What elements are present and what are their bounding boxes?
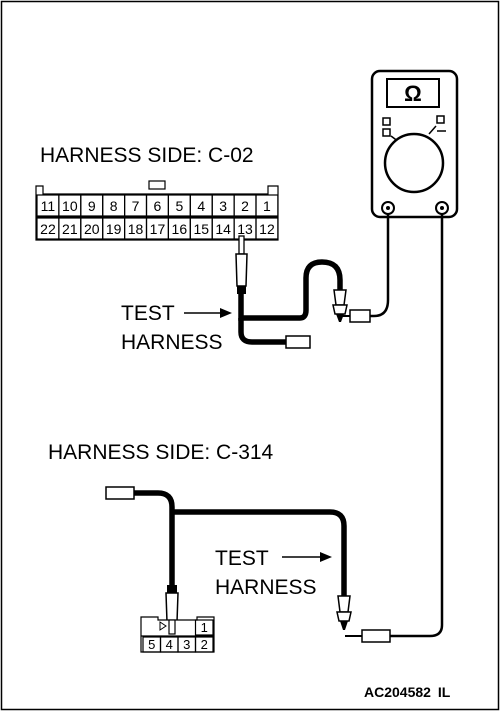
probe-collar (167, 585, 177, 593)
c02-pin-1: 1 (263, 198, 271, 214)
alligator-jaw (332, 304, 348, 315)
probe-jack-left-center (386, 206, 390, 210)
probe-pin (238, 235, 245, 255)
test-harness-upper-line1: TEST (121, 302, 175, 325)
mode-tick (428, 125, 437, 135)
c02-pin-cell (255, 217, 279, 240)
c02-pin-6: 6 (154, 198, 162, 214)
c02-pin-21: 21 (62, 221, 78, 237)
lead-plug (361, 629, 391, 643)
c02-pin-18: 18 (128, 221, 144, 237)
c02-pin-13: 13 (237, 221, 253, 237)
c314-pin-1: 1 (201, 620, 208, 635)
lead-plug (349, 309, 371, 323)
c02-pin-3: 3 (219, 198, 227, 214)
ohm-symbol: Ω (404, 81, 422, 106)
test-harness-upper-arrow (184, 308, 232, 318)
figure-id: AC204582 IL (364, 684, 451, 700)
meter-lead-left (368, 214, 390, 318)
c314-pin-5: 5 (148, 637, 155, 652)
branch-terminal (285, 335, 311, 349)
c02-pin-15: 15 (193, 221, 209, 237)
c02-pin-20: 20 (84, 221, 100, 237)
alligator-tip (340, 621, 348, 630)
branch-terminal (105, 486, 135, 500)
c02-label: HARNESS SIDE: C-02 (40, 144, 254, 167)
test-harness-lower (105, 486, 391, 643)
c02-pin-2: 2 (241, 198, 249, 214)
harness-wire (238, 259, 343, 321)
c02-pin-12: 12 (259, 221, 275, 237)
c02-pin-14: 14 (215, 221, 231, 237)
c314-key (159, 621, 167, 631)
probe-pin (168, 619, 176, 635)
c02-pin-5: 5 (175, 198, 183, 214)
c314-pin-4: 4 (166, 637, 173, 652)
c02-pin-4: 4 (197, 198, 205, 214)
test-harness-upper (235, 235, 371, 349)
c314-pin-2: 2 (201, 637, 208, 652)
c314-pin-cell (194, 619, 214, 636)
mode-button (382, 128, 391, 137)
probe-jack-right-center (440, 206, 444, 210)
c02-pin-16: 16 (172, 221, 188, 237)
probe-body (165, 592, 179, 623)
c02-pin-cell (255, 194, 279, 217)
c02-pin-11: 11 (41, 198, 56, 214)
alligator-clip (337, 595, 351, 613)
alligator-clip (333, 289, 347, 306)
c02-pin-8: 8 (110, 198, 118, 214)
probe-collar (237, 286, 246, 294)
c02-pin-10: 10 (62, 198, 78, 214)
c02-shell (35, 185, 279, 241)
mode-button (436, 115, 445, 124)
c02-pin-7: 7 (132, 198, 140, 214)
test-harness-lower-arrow (282, 552, 332, 562)
test-harness-upper-line2: HARNESS (121, 331, 223, 354)
c02-pin-22: 22 (40, 221, 56, 237)
figure-id-code: AC204582 (364, 684, 431, 700)
alligator-jaw (336, 611, 352, 622)
harness-wire (134, 490, 175, 585)
meter-lead-right (390, 214, 444, 638)
c314-pin-cell (194, 636, 214, 653)
c02-latch (148, 180, 166, 190)
mode-button (382, 117, 391, 126)
probe-body (235, 253, 248, 287)
harness-branch (238, 318, 286, 345)
c02-pin-9: 9 (88, 198, 96, 214)
test-harness-lower-line1: TEST (215, 547, 269, 570)
c314-pin-3: 3 (183, 637, 190, 652)
test-harness-lower-line2: HARNESS (215, 576, 317, 599)
figure-id-suffix: IL (438, 684, 451, 700)
c02-pin-17: 17 (150, 221, 166, 237)
c02-pin-19: 19 (106, 221, 122, 237)
multimeter-display (386, 78, 440, 108)
c314-label: HARNESS SIDE: C-314 (48, 441, 274, 464)
harness-branch (172, 509, 347, 596)
multimeter: Ω (370, 69, 459, 219)
selector-dial (383, 132, 445, 194)
